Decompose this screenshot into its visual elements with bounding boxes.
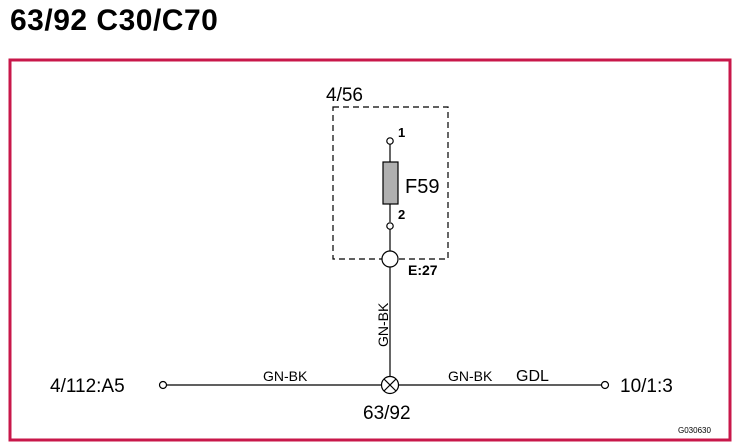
diagram-frame xyxy=(8,58,732,442)
page-title: 63/92 C30/C70 xyxy=(10,4,219,37)
fuse-icon xyxy=(382,161,399,205)
pin-1-label: 1 xyxy=(398,125,405,140)
left-wire-label: GN-BK xyxy=(263,368,308,384)
component-box-label: 4/56 xyxy=(326,85,363,106)
right-terminal-label: 10/1:3 xyxy=(620,376,673,397)
image-code: G030630 xyxy=(678,426,711,435)
left-terminal-label: 4/112:A5 xyxy=(50,376,125,397)
ground-label: 63/92 xyxy=(363,403,411,424)
right-wire-label: GN-BK xyxy=(448,368,493,384)
connector-label: E:27 xyxy=(408,262,438,278)
vertical-wire-label: GN-BK xyxy=(375,302,391,347)
pin-2-terminal xyxy=(386,222,394,230)
fuse-label: F59 xyxy=(405,176,439,198)
connector-icon xyxy=(381,250,399,268)
pin-1-terminal xyxy=(386,137,394,145)
right-terminal xyxy=(600,380,610,390)
pin-2-label: 2 xyxy=(398,207,405,222)
ground-point-icon xyxy=(380,375,400,395)
right-wire-extra-label: GDL xyxy=(516,368,549,385)
left-terminal xyxy=(158,380,168,390)
